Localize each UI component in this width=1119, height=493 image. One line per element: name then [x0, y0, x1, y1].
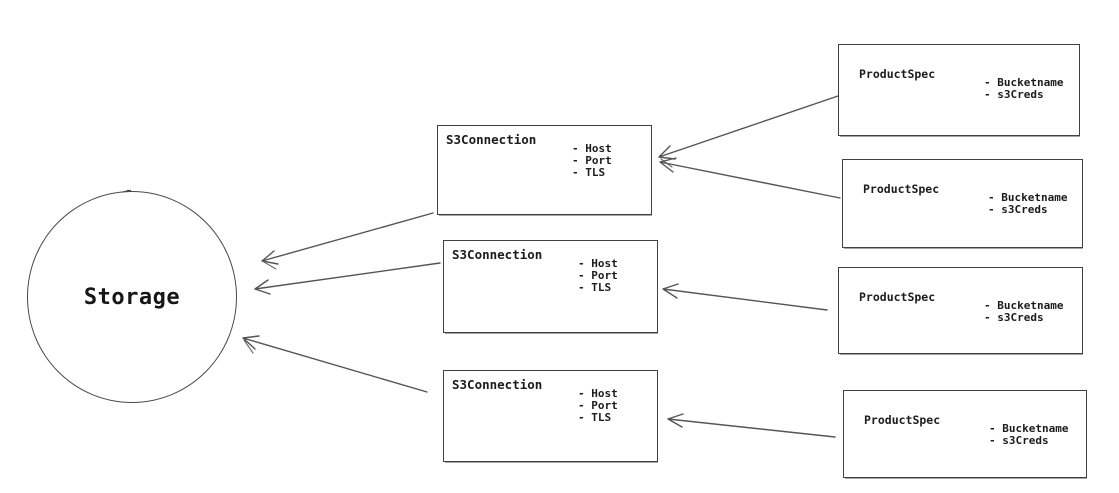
attribute-port: - Port [578, 269, 618, 282]
attribute-bucketname: - Bucketname [988, 191, 1068, 204]
s3-connection-box-1: S3Connection - Host - Port - TLS [437, 125, 652, 215]
product-spec-1-attributes: - Bucketname - s3Creds [984, 77, 1063, 101]
s3-connection-2-attributes: - Host - Port - TLS [578, 258, 618, 294]
product-spec-2-title: ProductSpec [863, 182, 940, 196]
product-spec-4-title: ProductSpec [864, 413, 941, 427]
attribute-s3creds: - s3Creds [988, 203, 1048, 216]
arrow-productspec2-to-s3connection1 [659, 157, 841, 199]
attribute-host: - Host [578, 257, 618, 270]
storage-node: Storage [27, 191, 237, 403]
attribute-host: - Host [572, 142, 612, 155]
attribute-s3creds: - s3Creds [989, 434, 1049, 447]
arrow-productspec1-to-s3connection1-sketch [660, 158, 673, 168]
attribute-bucketname: - Bucketname [984, 76, 1064, 89]
s3-connection-box-2: S3Connection - Host - Port - TLS [443, 240, 658, 333]
arrow-productspec4-to-s3connection3 [667, 413, 836, 438]
attribute-tls: - TLS [578, 411, 612, 424]
attribute-bucketname: - Bucketname [984, 299, 1064, 312]
s3-connection-1-title: S3Connection [446, 132, 537, 147]
attribute-s3creds: - s3Creds [984, 88, 1044, 101]
arrow-s3connection1-to-storage-sketch [263, 261, 277, 270]
s3-connection-1-attributes: - Host - Port - TLS [572, 143, 612, 179]
attribute-s3creds: - s3Creds [984, 311, 1044, 324]
product-spec-box-4: ProductSpec - Bucketname - s3Creds [843, 390, 1087, 478]
attribute-host: - Host [578, 387, 618, 400]
arrow-s3connection3-to-storage [242, 335, 428, 393]
s3-connection-3-title: S3Connection [452, 377, 543, 392]
product-spec-3-attributes: - Bucketname - s3Creds [984, 300, 1063, 324]
attribute-port: - Port [572, 154, 612, 167]
s3-connection-3-attributes: - Host - Port - TLS [578, 388, 618, 424]
attribute-tls: - TLS [578, 281, 612, 294]
arrow-s3connection2-to-storage [254, 262, 441, 295]
arrow-s3connection1-to-storage [261, 212, 434, 265]
product-spec-box-2: ProductSpec - Bucketname - s3Creds [842, 159, 1083, 248]
attribute-tls: - TLS [572, 166, 606, 179]
product-spec-1-title: ProductSpec [859, 67, 936, 81]
storage-label: Storage [83, 284, 181, 310]
s3-connection-2-title: S3Connection [452, 247, 543, 262]
arrow-productspec3-to-s3connection2 [662, 283, 828, 311]
attribute-bucketname: - Bucketname [989, 422, 1069, 435]
product-spec-box-3: ProductSpec - Bucketname - s3Creds [838, 267, 1083, 354]
product-spec-4-attributes: - Bucketname - s3Creds [989, 423, 1068, 447]
product-spec-2-attributes: - Bucketname - s3Creds [988, 192, 1067, 216]
product-spec-3-title: ProductSpec [859, 290, 936, 304]
attribute-port: - Port [578, 399, 618, 412]
product-spec-box-1: ProductSpec - Bucketname - s3Creds [838, 44, 1080, 136]
arrow-s3connection3-to-storage-sketch [243, 339, 254, 354]
arrow-productspec1-to-s3connection1 [658, 95, 839, 160]
s3-connection-box-3: S3Connection - Host - Port - TLS [443, 370, 658, 462]
